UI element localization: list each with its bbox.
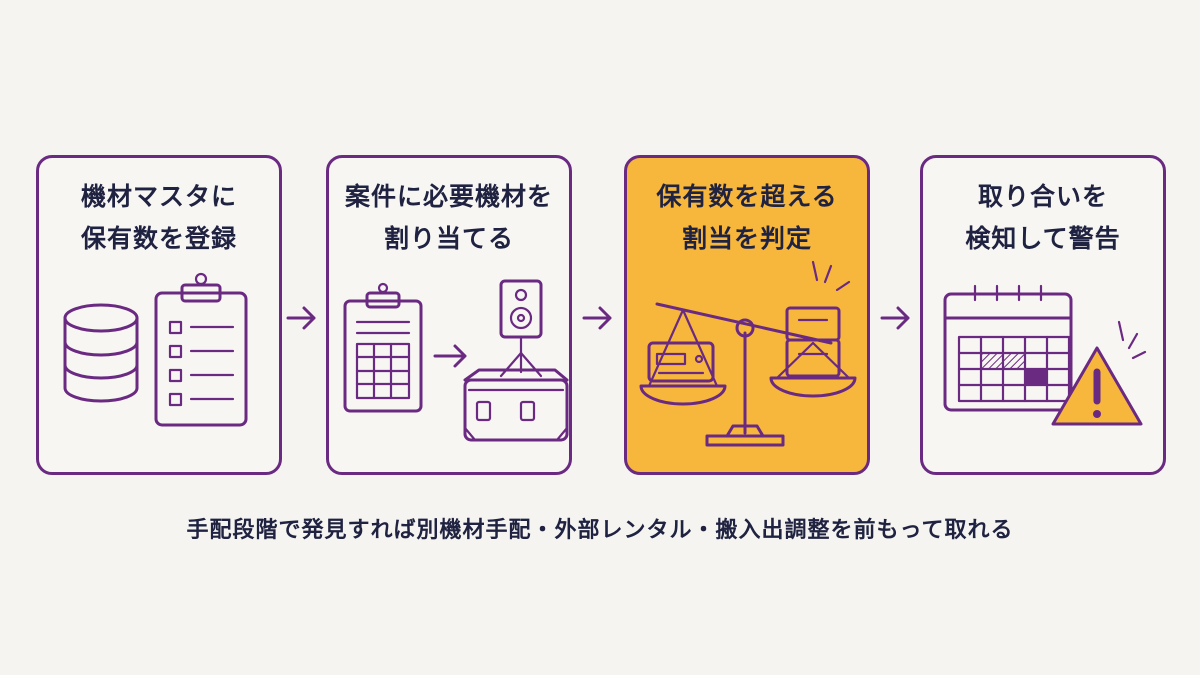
balance-scale-icon [639,260,857,447]
step-illustration [343,279,569,442]
step-card-conflict-warning: 取り合いを 検知して警告 [920,155,1166,475]
step-title-line1: 機材マスタに [80,182,237,211]
step-title: 案件に必要機材を 割り当てる [329,176,569,260]
step-title-line1: 案件に必要機材を [344,182,553,211]
step-card-assign-equipment: 案件に必要機材を 割り当てる [326,155,572,475]
warning-icon [1051,320,1147,426]
step-illustration [63,272,248,427]
arrow-right-icon [880,306,910,330]
arrow-right-icon [433,344,467,368]
step-title-line1: 取り合いを [977,182,1108,211]
arrow-right-icon [286,306,316,330]
speaker-icon [499,279,543,378]
arrow-right-icon [582,306,612,330]
flight-case-icon [463,368,569,442]
clipboard-checklist-icon [154,272,248,427]
bottom-caption: 手配段階で発見すれば別機材手配・外部レンタル・搬入出調整を前もって取れる [186,518,1014,543]
step-title: 機材マスタに 保有数を登録 [39,176,279,260]
step-title-line2: 保有数を登録 [80,224,237,253]
step-title: 保有数を超える 割当を判定 [627,176,867,260]
database-icon [63,303,139,403]
step-title: 取り合いを 検知して警告 [923,176,1163,260]
calendar-icon [943,284,1073,412]
clipboard-grid-icon [343,282,423,413]
step-illustration [943,284,1147,426]
step-title-line2: 割当を判定 [681,224,812,253]
step-illustration [639,260,857,447]
step-title-line2: 検知して警告 [965,224,1121,253]
step-card-register-inventory: 機材マスタに 保有数を登録 [36,155,282,475]
step-title-line2: 割り当てる [383,224,514,253]
step-title-line1: 保有数を超える [656,182,838,211]
step-card-detect-overallocation: 保有数を超える 割当を判定 [624,155,870,475]
